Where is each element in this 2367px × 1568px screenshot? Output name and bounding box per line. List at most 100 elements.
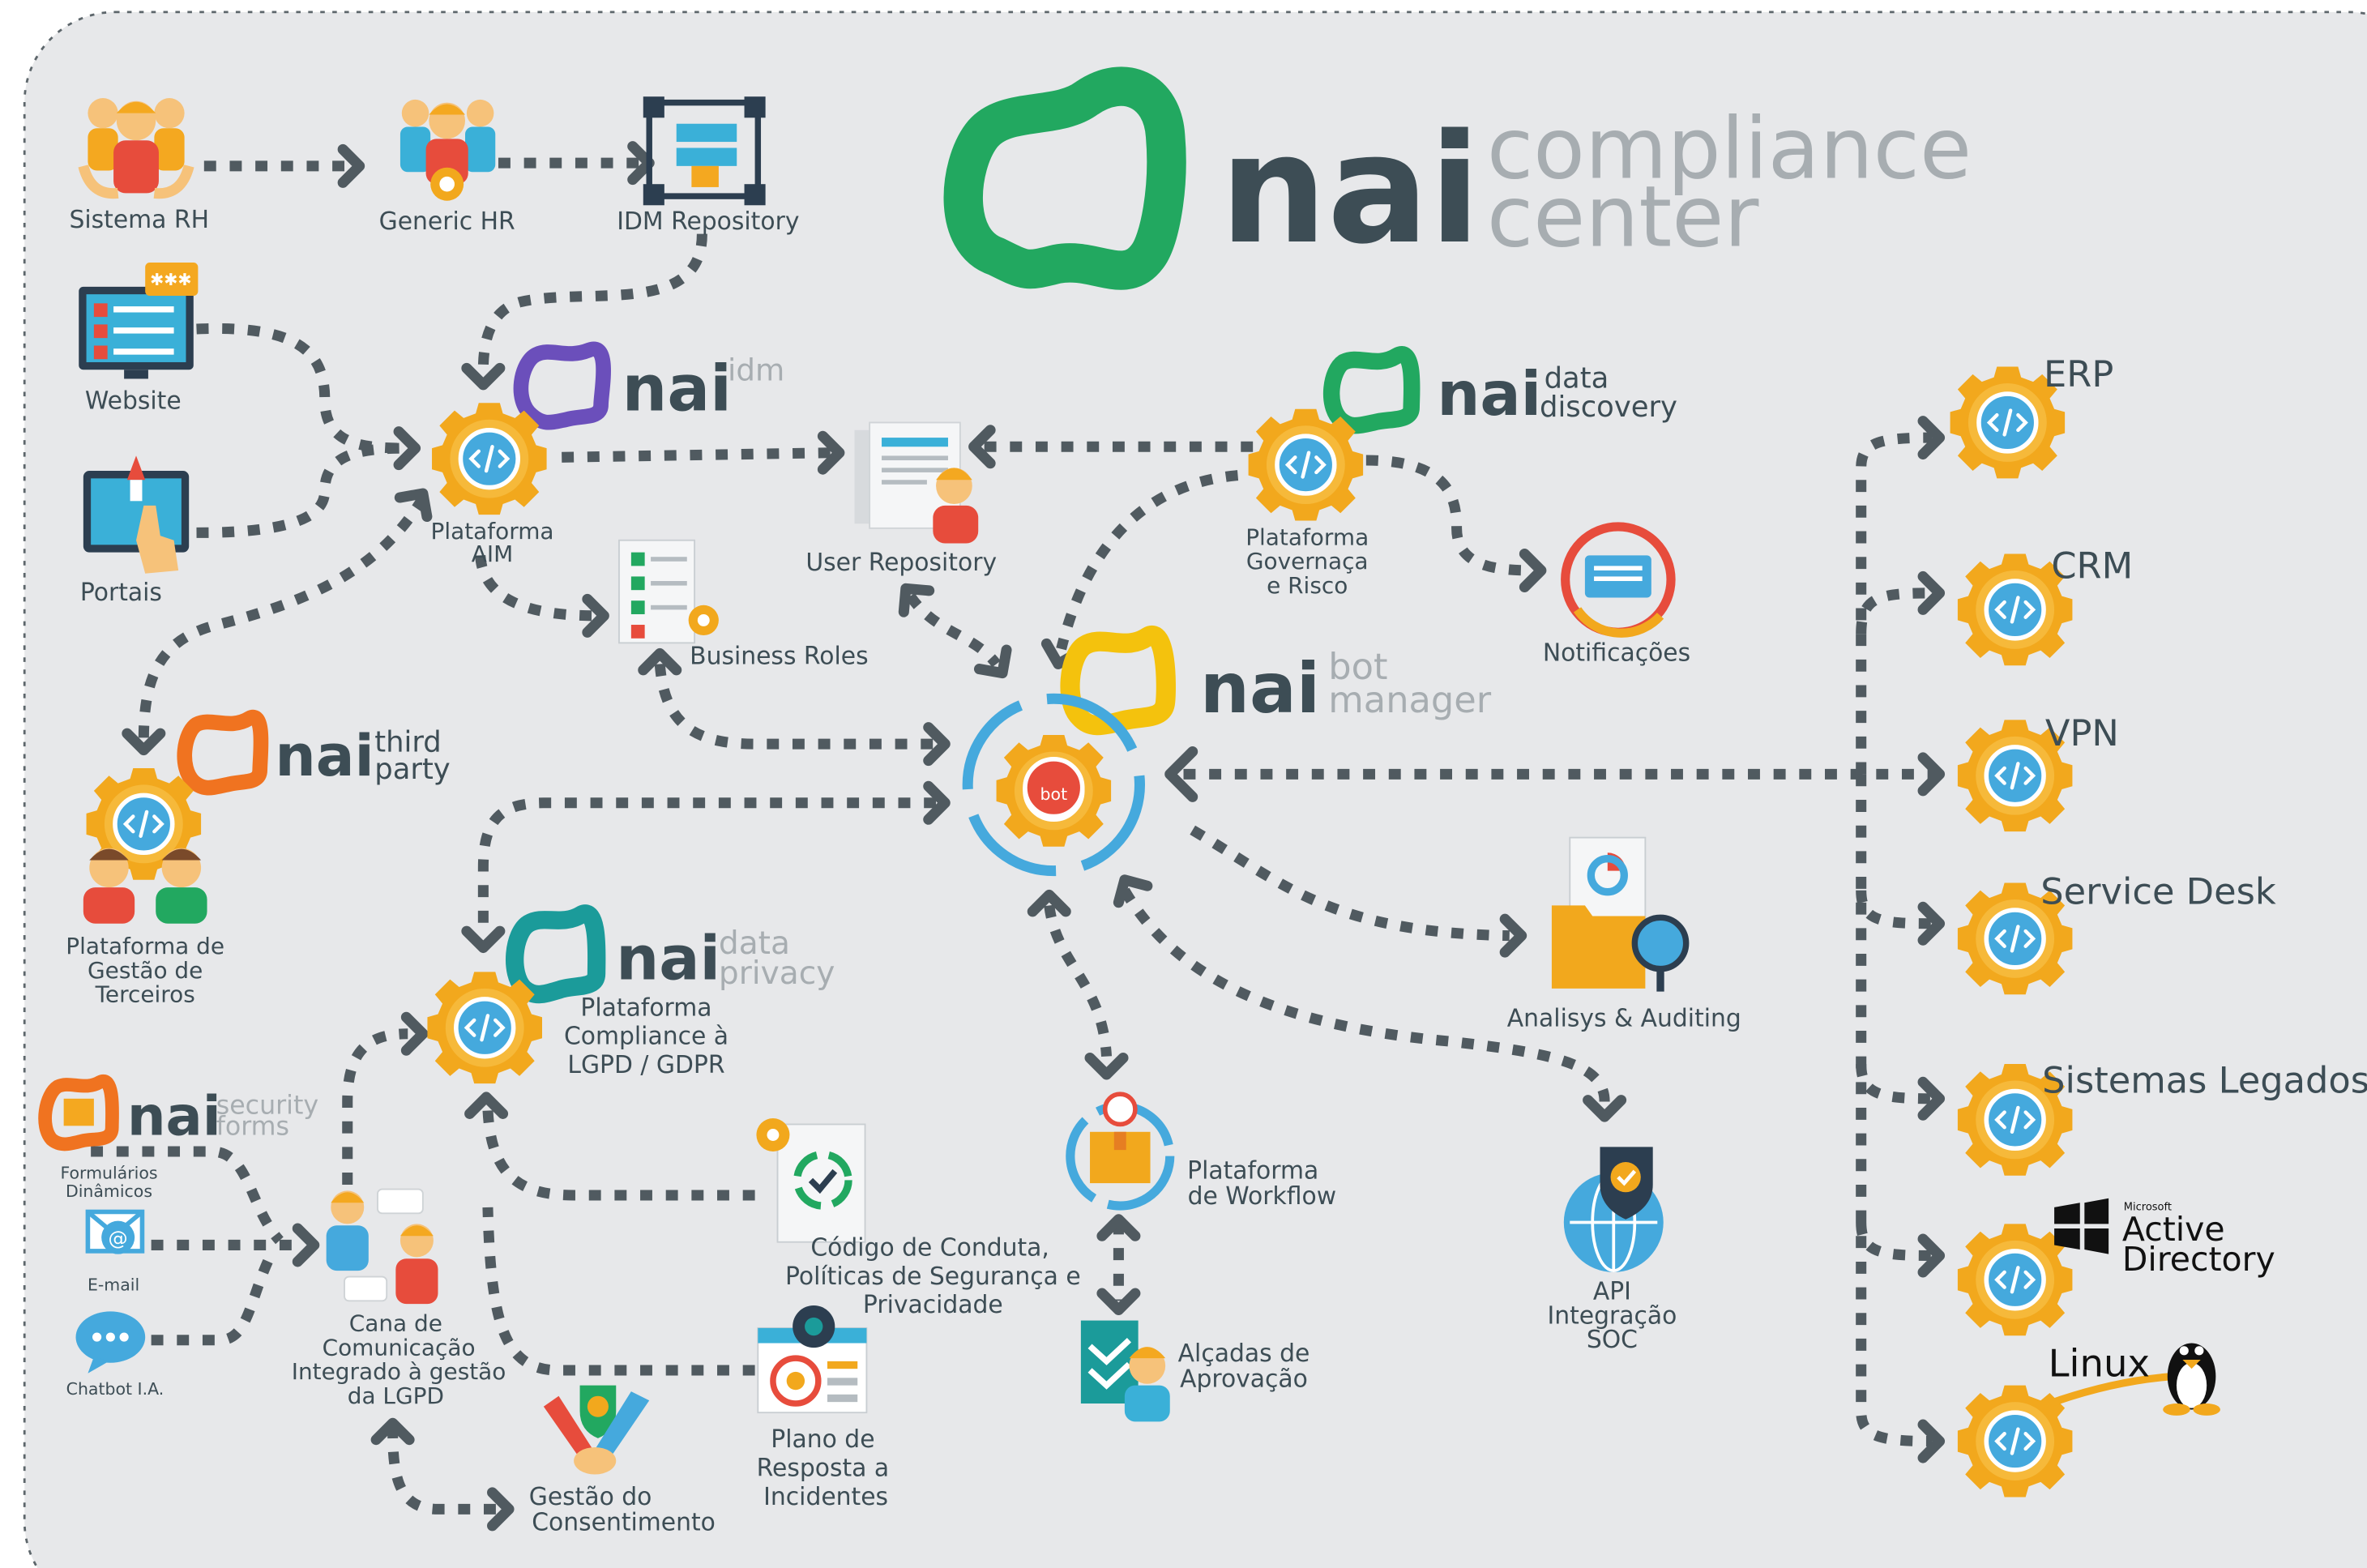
nai-bot-logo-icon bbox=[1060, 626, 1176, 736]
label-workflow-2: de Workflow bbox=[1188, 1182, 1336, 1211]
approval-icon bbox=[1080, 1320, 1170, 1422]
label-alcadas-2: Aprovação bbox=[1180, 1365, 1308, 1394]
label-plano-1: Plano de bbox=[771, 1425, 874, 1454]
module-nai-bot-manager: nai bot manager bbox=[1060, 626, 1492, 736]
label-canal-1: Cana de bbox=[349, 1310, 442, 1337]
nai-discovery-sub1: data bbox=[1545, 362, 1609, 395]
node-plataforma-aim: Plataforma AIM bbox=[431, 403, 554, 567]
idm-network-icon bbox=[643, 96, 766, 206]
node-canal-comunicacao: Cana de Comunicação Integrado à gestão d… bbox=[292, 1188, 506, 1409]
module-nai-third-party: nai third party bbox=[177, 709, 451, 796]
nai-logo-icon bbox=[943, 66, 1186, 290]
label-codigo-3: Privacidade bbox=[863, 1291, 1003, 1319]
checklist-icon bbox=[618, 539, 719, 644]
label-api-soc-1: API bbox=[1593, 1277, 1631, 1305]
system-vpn: VPN bbox=[1958, 712, 2119, 831]
label-ad-small: Microsoft bbox=[2124, 1202, 2172, 1214]
label-legados: Sistemas Legados bbox=[2042, 1059, 2367, 1101]
node-plataforma-workflow: Plataforma de Workflow bbox=[1066, 1092, 1336, 1211]
label-portais: Portais bbox=[80, 579, 162, 607]
label-formularios-2: Dinâmicos bbox=[66, 1181, 152, 1201]
nai-privacy-sub2: privacy bbox=[719, 955, 835, 992]
node-alcadas-aprovacao: Alçadas de Aprovação bbox=[1080, 1320, 1310, 1422]
people-icon bbox=[78, 98, 194, 199]
node-idm-repository: IDM Repository bbox=[617, 96, 799, 236]
label-consentimento-1: Gestão do bbox=[529, 1483, 652, 1511]
node-plano-resposta: Plano de Resposta a Incidentes bbox=[757, 1305, 889, 1511]
nai-idm-sub: idm bbox=[728, 352, 784, 387]
email-icon: @ bbox=[85, 1209, 145, 1254]
cycle-arrows-icon bbox=[962, 693, 1146, 877]
label-terceiros-3: Terceiros bbox=[95, 981, 195, 1008]
tux-penguin-icon bbox=[2163, 1343, 2220, 1416]
header-sub2: center bbox=[1487, 168, 1759, 267]
notification-icon bbox=[1561, 522, 1676, 638]
portal-touch-icon bbox=[83, 455, 190, 574]
node-generic-hr: Generic HR bbox=[379, 99, 515, 236]
nai-bot-sub1: bot bbox=[1328, 646, 1387, 688]
handshake-shield-icon bbox=[543, 1385, 650, 1475]
nai-discovery-sub2: discovery bbox=[1540, 391, 1677, 424]
label-erp: ERP bbox=[2044, 353, 2113, 395]
label-ad-2: Directory bbox=[2122, 1240, 2275, 1279]
connector-lines bbox=[91, 147, 1939, 1526]
label-api-soc-2: Integração bbox=[1547, 1301, 1677, 1330]
system-service-desk: Service Desk bbox=[1958, 871, 2276, 995]
label-canal-4: da LGPD bbox=[348, 1382, 444, 1409]
module-nai-idm: nai idm bbox=[513, 341, 784, 430]
svg-text:✱✱✱: ✱✱✱ bbox=[150, 270, 191, 289]
label-notificacoes: Notificações bbox=[1543, 639, 1690, 668]
people-chat-icon bbox=[326, 1188, 438, 1305]
system-crm: CRM bbox=[1958, 545, 2133, 665]
node-plataforma-lgpd: Plataforma Compliance à LGPD / GDPR bbox=[427, 972, 728, 1083]
nai-third-brand: nai bbox=[275, 722, 374, 789]
label-user-repository: User Repository bbox=[805, 549, 997, 577]
header-logo: nai compliance center bbox=[943, 66, 1972, 290]
node-api-soc: API Integração SOC bbox=[1547, 1147, 1677, 1354]
node-bot-center: bot bbox=[962, 693, 1146, 877]
module-nai-data-discovery: nai data discovery bbox=[1322, 346, 1677, 434]
label-lgpd-3: LGPD / GDPR bbox=[567, 1051, 724, 1079]
label-crm: CRM bbox=[2051, 545, 2133, 587]
people-icon bbox=[399, 99, 496, 201]
nai-bot-sub2: manager bbox=[1328, 679, 1491, 721]
label-business-roles: Business Roles bbox=[690, 642, 868, 670]
label-aim-2: AIM bbox=[472, 540, 513, 567]
chat-bubble-icon bbox=[75, 1311, 146, 1374]
gear-code-icon bbox=[427, 972, 542, 1083]
node-user-repository: User Repository bbox=[805, 421, 997, 577]
label-terceiros-1: Plataforma de bbox=[66, 933, 224, 959]
module-nai-security-forms: nai security forms bbox=[38, 1074, 318, 1151]
gear-code-icon bbox=[1249, 409, 1364, 521]
target-report-icon bbox=[757, 1305, 868, 1414]
header-sub1: compliance bbox=[1487, 100, 1972, 199]
nai-privacy-logo-icon bbox=[506, 904, 606, 1004]
nai-third-sub1: third bbox=[374, 725, 442, 758]
label-service-desk: Service Desk bbox=[2040, 871, 2276, 913]
node-gestao-terceiros: Plataforma de Gestão de Terceiros bbox=[66, 768, 224, 1008]
node-business-roles: Business Roles bbox=[618, 539, 869, 670]
shield-globe-icon bbox=[1563, 1147, 1664, 1272]
gear-code-icon bbox=[432, 403, 547, 515]
label-plano-3: Incidentes bbox=[763, 1483, 888, 1511]
system-linux: Linux bbox=[1958, 1341, 2220, 1497]
windows-logo-icon bbox=[2054, 1198, 2109, 1254]
nai-idm-logo-icon bbox=[513, 341, 611, 430]
label-workflow-1: Plataforma bbox=[1187, 1157, 1318, 1186]
nai-security-sub2: forms bbox=[216, 1113, 289, 1142]
background-panel bbox=[23, 11, 2367, 1568]
node-analisys-auditing: Analisys & Auditing bbox=[1507, 836, 1741, 1032]
label-consentimento-2: Consentimento bbox=[532, 1508, 716, 1536]
nai-security-logo-icon bbox=[38, 1074, 119, 1151]
label-generic-hr: Generic HR bbox=[379, 207, 515, 236]
nai-privacy-brand: nai bbox=[616, 924, 720, 994]
document-cycle-icon bbox=[756, 1118, 866, 1243]
node-chatbot: Chatbot I.A. bbox=[66, 1311, 164, 1399]
label-governanca-1: Plataforma bbox=[1245, 523, 1369, 550]
user-repository-icon bbox=[854, 421, 979, 544]
label-canal-2: Comunicação bbox=[323, 1334, 476, 1361]
label-governanca-3: e Risco bbox=[1267, 572, 1348, 599]
nai-discovery-logo-icon bbox=[1322, 346, 1421, 434]
label-plano-2: Resposta a bbox=[757, 1454, 889, 1482]
